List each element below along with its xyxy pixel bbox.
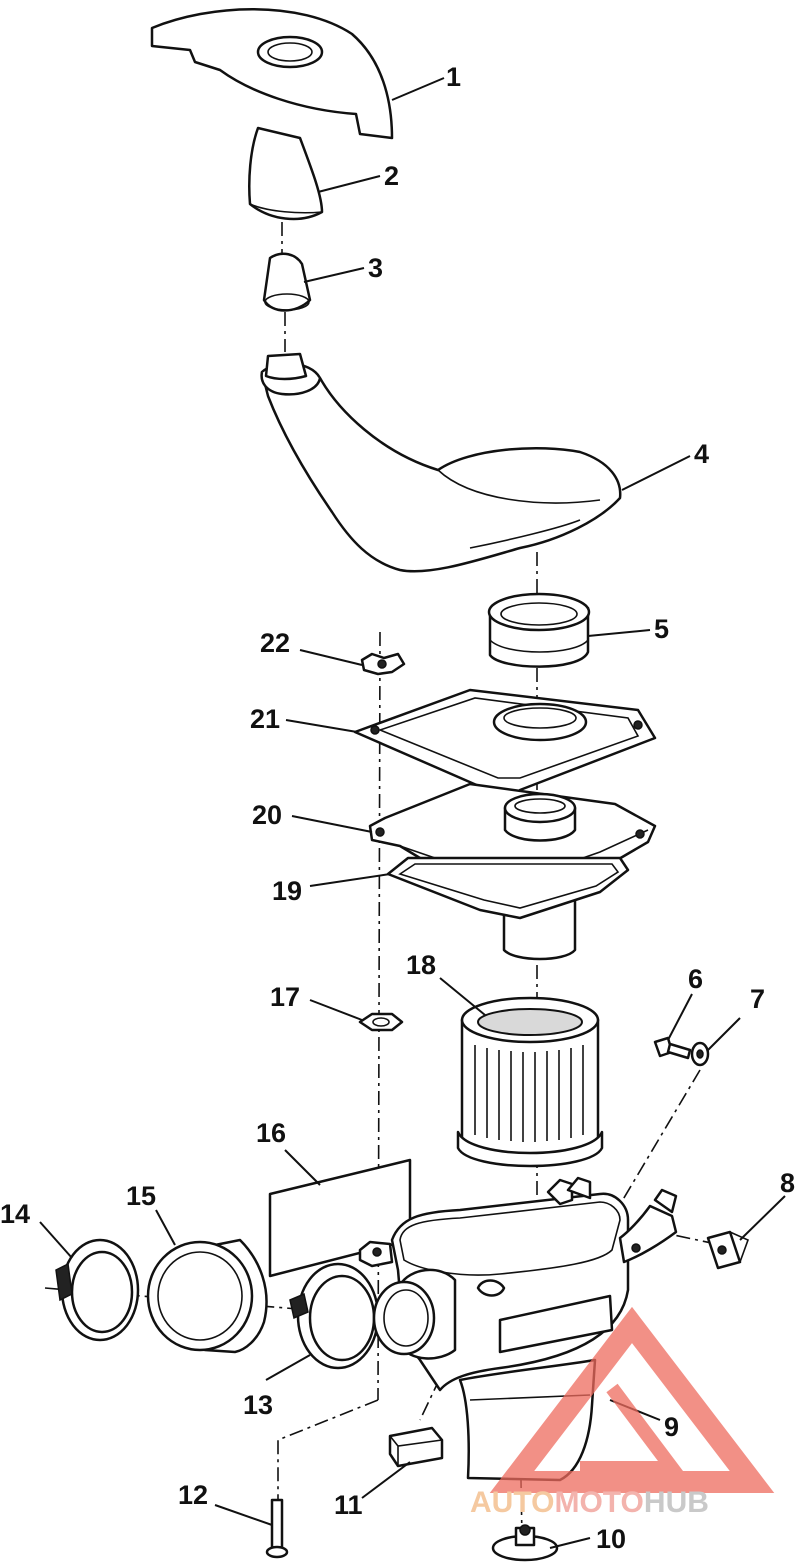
callout-16: 16 [256,1118,286,1148]
part-14-clamp [55,1238,140,1342]
watermark-text-hub: HUB [644,1486,709,1519]
leader-lines [39,77,786,1549]
part-1-heat-shield [150,8,394,140]
part-15-inlet-boot [146,1238,268,1354]
callout-7: 7 [750,984,765,1014]
part-9-inlet-neck [372,1268,457,1360]
callout-21: 21 [250,704,280,734]
part-19-gasket [386,856,630,920]
watermark-text-auto: AUTO [470,1486,554,1519]
callout-3: 3 [368,253,383,283]
part-18-filter-element [456,996,604,1168]
watermark-logo [489,1306,775,1493]
callout-4: 4 [694,439,709,469]
callout-9: 9 [664,1412,679,1442]
watermark-text-moto: MOTO [554,1486,643,1519]
part-12-screw [265,1498,289,1559]
part-13-clamp [289,1262,380,1370]
part-6-bolt [653,1036,692,1060]
callout-2: 2 [384,161,399,191]
part-17-nut [358,1012,404,1032]
callout-10: 10 [596,1524,626,1554]
callout-6: 6 [688,964,703,994]
callout-22: 22 [260,628,290,658]
callout-18: 18 [406,950,436,980]
callout-20: 20 [252,800,282,830]
callout-labels: 1 2 3 4 5 6 7 8 9 10 11 12 13 14 15 16 1… [0,62,795,1554]
part-4-intake-duct [260,352,622,573]
callout-15: 15 [126,1181,156,1211]
callout-17: 17 [270,982,300,1012]
callout-12: 12 [178,1480,208,1510]
callout-1: 1 [446,62,461,92]
callout-5: 5 [654,614,669,644]
part-2-intake-boot [248,126,324,221]
part-7-washer [690,1041,710,1067]
callout-19: 19 [272,876,302,906]
part-8-clip [706,1230,750,1270]
callout-11: 11 [334,1490,363,1520]
part-10-drain [491,1524,559,1562]
part-3-intake-cap [262,252,312,312]
callout-14: 14 [0,1199,30,1229]
part-21-airbox-cover [353,688,657,802]
callout-13: 13 [243,1390,273,1420]
part-11-foam-pad [388,1426,444,1468]
watermark-text: AUTOMOTOHUB [470,1486,709,1519]
part-22-wing-nut [360,652,406,676]
part-5-coupler [487,592,591,668]
part-grommet [358,1240,394,1268]
callout-8: 8 [780,1168,795,1198]
